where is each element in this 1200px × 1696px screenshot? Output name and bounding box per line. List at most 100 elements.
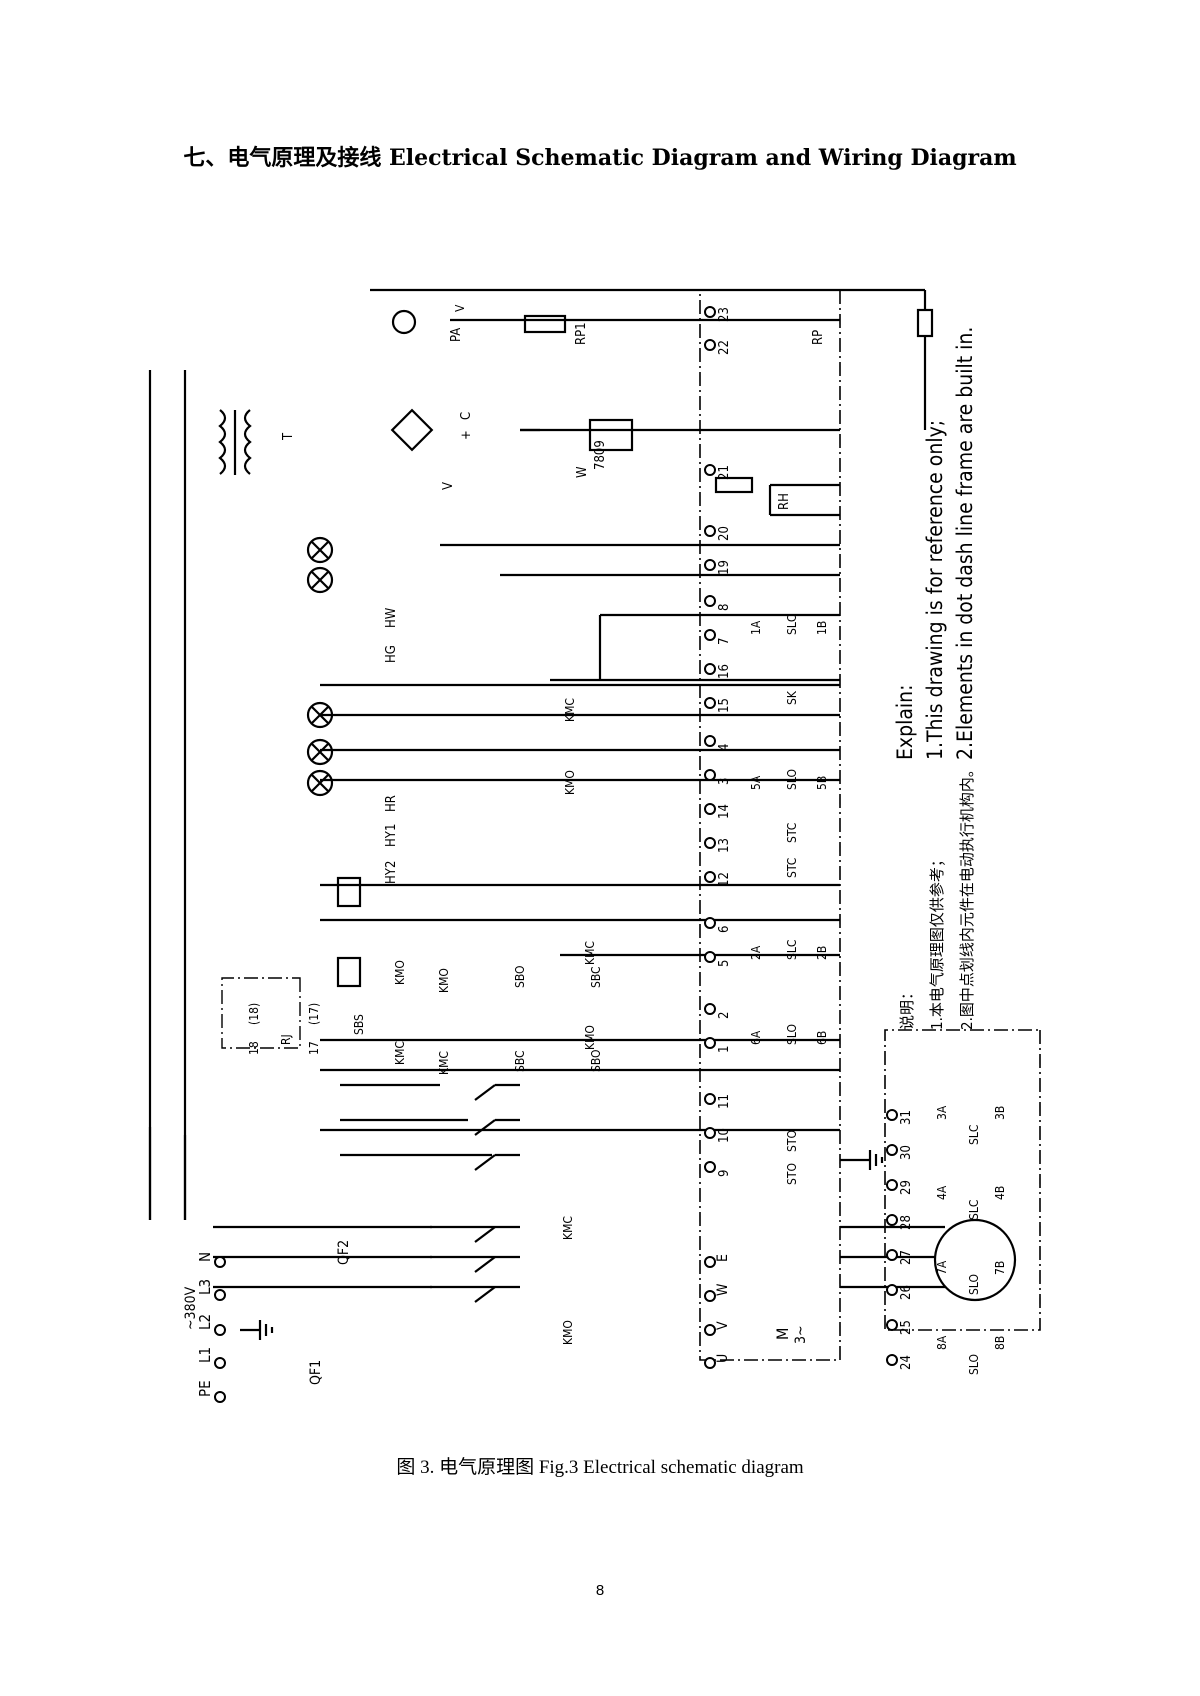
aux-terminal-26 bbox=[886, 1284, 898, 1296]
aux-terminal-label-26: 26 bbox=[899, 1285, 914, 1300]
mt-u: U bbox=[715, 1354, 731, 1363]
terminal-n: N bbox=[196, 1252, 214, 1262]
coil-kmo bbox=[336, 956, 362, 988]
sw-stc-a: STC bbox=[785, 858, 799, 878]
terminal-15 bbox=[704, 697, 716, 709]
note-cn-line2: 2.图中点划线内元件在电动执行机构内。 bbox=[958, 762, 976, 1030]
terminal-14 bbox=[704, 803, 716, 815]
switch-labels: STO STO 6A SLO 6B 2A SLC 2B STC STC 5A S… bbox=[749, 615, 1007, 1375]
terminal-label-6: 6 bbox=[717, 926, 732, 933]
terminal-19 bbox=[704, 559, 716, 571]
btn-sbo: SBO bbox=[513, 965, 527, 988]
aux-terminal-label-27: 27 bbox=[899, 1250, 914, 1265]
kmc-seal-label: KMC bbox=[583, 941, 597, 965]
lamp-hy2: HY2 bbox=[384, 861, 399, 884]
comp-pa: PA bbox=[449, 328, 464, 342]
sw-6a: 6A bbox=[749, 1030, 763, 1045]
terminal-12 bbox=[704, 871, 716, 883]
comp-v-meter: V bbox=[453, 304, 467, 312]
terminal-10 bbox=[704, 1127, 716, 1139]
terminal-label-3: 3 bbox=[717, 778, 732, 785]
sw-sk: SK bbox=[785, 690, 799, 705]
terminal-7 bbox=[704, 629, 716, 641]
sw-3b: 3B bbox=[993, 1106, 1007, 1120]
terminal-22 bbox=[704, 339, 716, 351]
terminal-label-9: 9 bbox=[717, 1170, 732, 1177]
lamps bbox=[306, 536, 334, 797]
terminal-2 bbox=[704, 1003, 716, 1015]
aux-terminal-25 bbox=[886, 1319, 898, 1331]
sw-4b: 4B bbox=[993, 1186, 1007, 1200]
earth-symbols bbox=[240, 1150, 884, 1340]
sw-8b: 8B bbox=[993, 1336, 1007, 1350]
coil-kmc bbox=[336, 876, 362, 908]
comp-rp1: RP1 bbox=[574, 322, 589, 345]
terminal-label-13: 13 bbox=[717, 838, 732, 853]
sw-stc-b: STC bbox=[785, 823, 799, 843]
terminal-l3: L3 bbox=[196, 1279, 214, 1295]
btn-sbo-2: SBO bbox=[589, 1049, 603, 1072]
breaker-qf1: QF1 bbox=[308, 1360, 324, 1385]
terminal-pe: PE bbox=[196, 1380, 214, 1397]
terminal-label-16: 16 bbox=[717, 664, 732, 679]
comp-v: V bbox=[441, 482, 456, 490]
sw-6b: 6B bbox=[815, 1031, 829, 1045]
aux-terminal-29 bbox=[886, 1179, 898, 1191]
kmo-aux-label: KMO bbox=[563, 770, 577, 795]
note-en-line2: 2.Elements in dot dash line frame are bu… bbox=[953, 327, 977, 760]
sw-5a: 5A bbox=[749, 775, 763, 790]
figure-caption: 图 3. 电气原理图 Fig.3 Electrical schematic di… bbox=[396, 1457, 804, 1478]
aux-terminal-label-25: 25 bbox=[899, 1320, 914, 1335]
terminal-label-20: 20 bbox=[717, 526, 732, 541]
note-cn-line1: 1.本电气原理图仅供参考； bbox=[928, 852, 946, 1030]
lamp-hy1: HY1 bbox=[384, 824, 399, 847]
terminal-5 bbox=[704, 951, 716, 963]
aux-terminal-27 bbox=[886, 1249, 898, 1261]
sw-sto-b: STO bbox=[785, 1163, 799, 1185]
terminal-23 bbox=[704, 306, 716, 318]
terminal-l1: L1 bbox=[196, 1347, 214, 1363]
terminal-strip-circles bbox=[214, 306, 898, 1403]
terminal-label-11: 11 bbox=[717, 1094, 732, 1109]
note-en-heading: Explain: bbox=[893, 684, 917, 760]
motor-circle bbox=[933, 1218, 1017, 1302]
comp-w: W bbox=[575, 466, 590, 478]
note-en-line1: 1.This drawing is for reference only; bbox=[923, 420, 947, 760]
aux-frame bbox=[884, 1029, 1041, 1331]
terminal-label-7: 7 bbox=[717, 638, 732, 645]
terminal-label-1: 1 bbox=[717, 1046, 732, 1053]
transformer bbox=[218, 409, 252, 475]
sw-1a: 1A bbox=[749, 620, 763, 635]
contact-kmc-label: KMC bbox=[437, 1051, 451, 1075]
terminal-8 bbox=[704, 595, 716, 607]
terminal-label-22: 22 bbox=[717, 340, 732, 355]
terminal-label-12: 12 bbox=[717, 872, 732, 887]
rp bbox=[916, 308, 934, 338]
terminal-11 bbox=[704, 1093, 716, 1105]
coil-kmc-label: KMC bbox=[393, 1041, 407, 1065]
regulator-7809 bbox=[588, 418, 634, 452]
terminal-6 bbox=[704, 917, 716, 929]
sw-slo-7: SLO bbox=[967, 1274, 981, 1295]
power-contacts bbox=[340, 1083, 520, 1303]
aux-terminal-label-24: 24 bbox=[899, 1355, 914, 1370]
coil-kmo-label: KMO bbox=[393, 960, 407, 985]
mt-w: W bbox=[715, 1283, 731, 1296]
sw-sto-a: STO bbox=[785, 1130, 799, 1152]
terminal-16 bbox=[704, 663, 716, 675]
sw-3a: 3A bbox=[935, 1105, 949, 1120]
note-cn-heading: 说明： bbox=[898, 985, 916, 1030]
terminal-4 bbox=[704, 735, 716, 747]
mt-v: V bbox=[715, 1321, 731, 1330]
sw-slc-3: SLC bbox=[967, 1125, 981, 1145]
kmc-power-label: KMC bbox=[561, 1216, 575, 1240]
built-in-frame bbox=[699, 289, 841, 1361]
supply-voltage: ~380V bbox=[183, 1286, 199, 1330]
terminal-label-19: 19 bbox=[717, 560, 732, 575]
terminal-label-21: 21 bbox=[717, 465, 732, 480]
relay-17: 17 bbox=[307, 1041, 321, 1055]
terminal-21 bbox=[704, 464, 716, 476]
motor-terminal-circle bbox=[704, 1324, 716, 1336]
